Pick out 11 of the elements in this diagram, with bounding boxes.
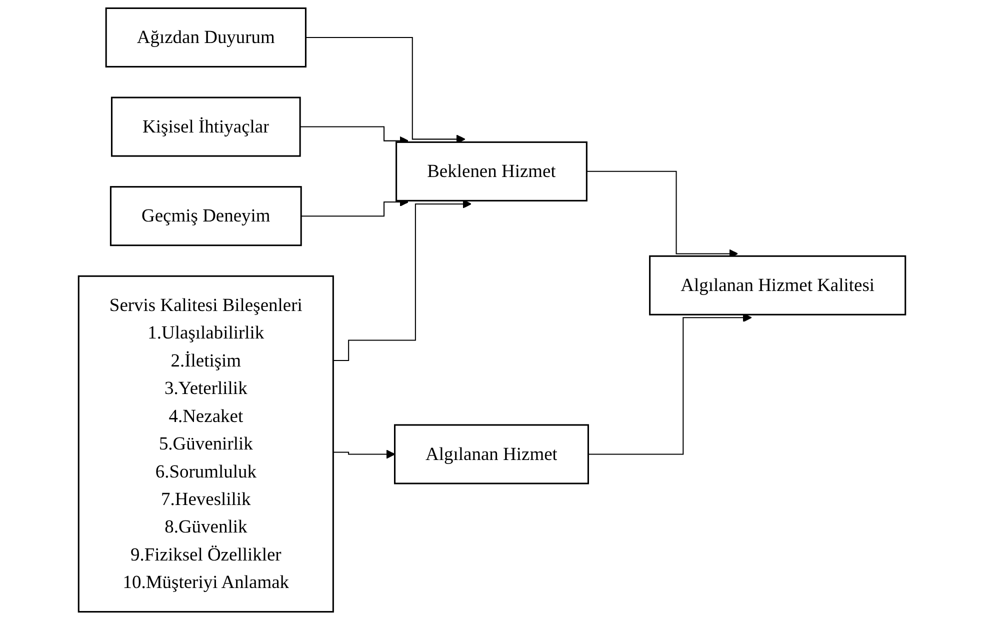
arrow bbox=[306, 36, 466, 144]
node-box: Algılanan Hizmet Kalitesi bbox=[649, 255, 906, 316]
node-box: Beklenen Hizmet bbox=[396, 141, 588, 202]
node-box: Servis Kalitesi Bileşenleri 1.Ulaşılabilirlik 2.İletişim 3.Yeterlilik 4.Nezaket 5.Güvenirlik 6.Sorumluluk 7.Heveslilik 8.Güvenlik 9.Fiziksel Özellikler 10.Müşteriyi Anlamak bbox=[78, 275, 334, 613]
node-box: Ağızdan Duyurum bbox=[105, 7, 306, 68]
node-box: Algılanan Hizmet bbox=[394, 424, 589, 484]
node-box: Geçmiş Deneyim bbox=[110, 186, 302, 246]
arrow bbox=[333, 199, 472, 361]
arrow bbox=[588, 313, 752, 455]
node-box: Kişisel İhtiyaçlar bbox=[110, 96, 301, 157]
arrow bbox=[333, 450, 396, 459]
